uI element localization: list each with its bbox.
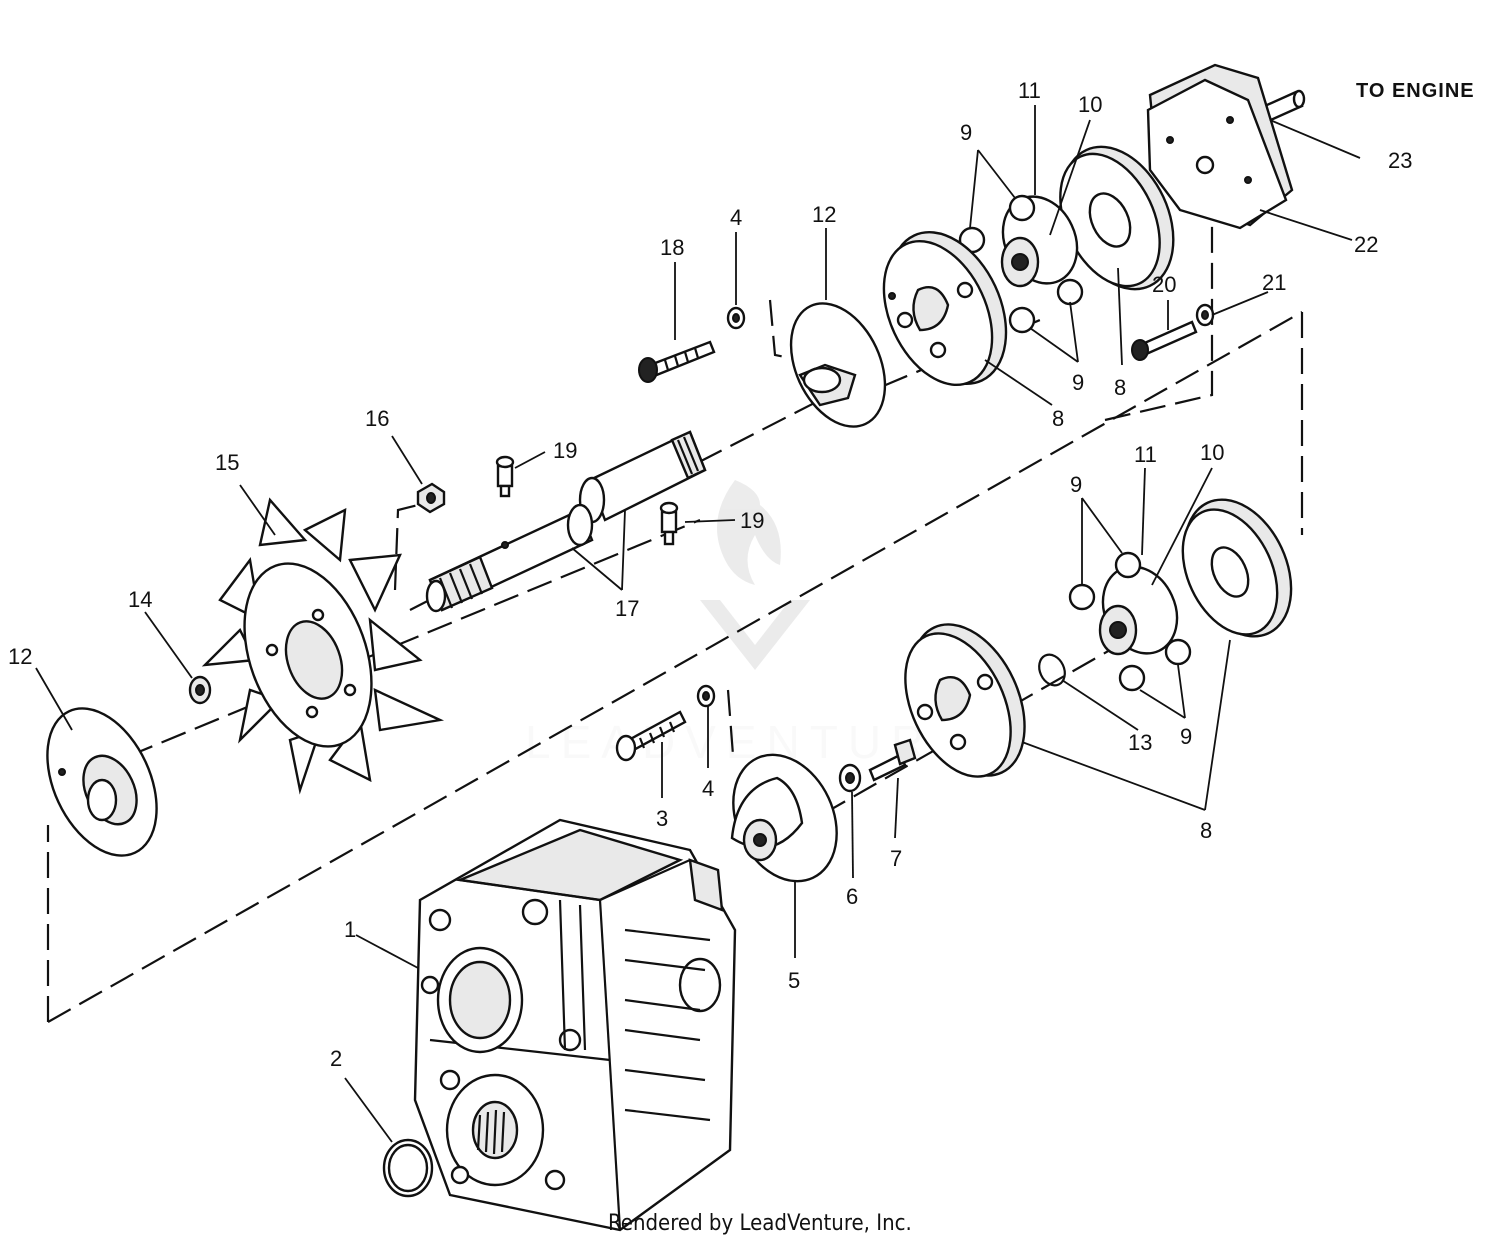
washer-14 (188, 675, 212, 705)
callout-8-lower: 8 (1200, 818, 1212, 843)
coupling-flange-lower-right-8 (1181, 498, 1293, 638)
callout-9-upper-a: 9 (960, 120, 972, 145)
snap-ring-13 (1038, 653, 1066, 687)
callout-12-lower: 12 (8, 644, 32, 669)
callout-9-lower-b: 9 (1180, 724, 1192, 749)
callout-2: 2 (330, 1046, 342, 1071)
bolt-20 (1131, 320, 1198, 361)
washer-21 (1195, 303, 1215, 327)
callout-22: 22 (1354, 232, 1378, 257)
callout-10-lower: 10 (1200, 440, 1224, 465)
grease-fitting-19-upper (495, 455, 515, 498)
callout-13: 13 (1128, 730, 1152, 755)
pump-hub-5 (730, 753, 838, 883)
washer-6 (838, 763, 862, 793)
callout-20: 20 (1152, 272, 1176, 297)
to-engine-label: TO ENGINE (1356, 80, 1475, 102)
washer-upper-4 (726, 306, 746, 330)
callout-7: 7 (890, 846, 902, 871)
coupling-flange-mid-8 (882, 231, 1008, 387)
transmission-housing-1 (413, 818, 737, 1232)
cap-screw-18 (638, 340, 716, 383)
hub-flange-lower-12 (46, 707, 158, 857)
callout-12-upper: 12 (812, 202, 836, 227)
callout-21: 21 (1262, 270, 1286, 295)
callout-3: 3 (656, 806, 668, 831)
callout-8-mid: 8 (1052, 406, 1064, 431)
coupling-hub-lower-11 (1098, 565, 1179, 656)
callout-23: 23 (1388, 148, 1412, 173)
callout-labels: 23 22 11 10 9 9 8 8 12 4 18 20 21 19 19 … (8, 78, 1412, 1071)
hub-flange-upper-12 (789, 302, 887, 428)
callout-9-upper-b: 9 (1072, 370, 1084, 395)
drive-shaft-17 (425, 430, 707, 613)
callout-1: 1 (344, 917, 356, 942)
cap-screw-3 (615, 710, 687, 762)
coupling-flange-upper-8 (1059, 145, 1175, 291)
o-ring-2 (382, 1138, 434, 1198)
callout-5: 5 (788, 968, 800, 993)
callout-11-upper: 11 (1018, 78, 1041, 103)
coupling-flange-lower-mid-8 (904, 623, 1026, 778)
callout-4-lower: 4 (702, 776, 714, 801)
callout-14: 14 (128, 587, 152, 612)
callout-16: 16 (365, 406, 389, 431)
callout-8-upper: 8 (1114, 375, 1126, 400)
callout-11-lower: 11 (1134, 442, 1157, 467)
callout-18: 18 (660, 235, 684, 260)
bolt-7 (868, 738, 917, 782)
render-credit: Rendered by LeadVenture, Inc. (608, 1211, 912, 1236)
callout-9-lower-a: 9 (1070, 472, 1082, 497)
coupling-balls-lower-9 (1068, 551, 1192, 692)
engine-adapter-22 (1146, 63, 1294, 230)
washer-lower-4 (696, 684, 716, 708)
callout-6: 6 (846, 884, 858, 909)
callout-19-upper: 19 (553, 438, 577, 463)
callout-17: 17 (615, 596, 639, 621)
coupling-balls-upper-9 (958, 194, 1084, 334)
grease-fitting-19-lower (659, 501, 679, 546)
callout-15: 15 (215, 450, 239, 475)
callout-4-upper: 4 (730, 205, 742, 230)
callout-19-lower: 19 (740, 508, 764, 533)
callout-10-upper: 10 (1078, 92, 1102, 117)
nut-16 (416, 482, 446, 514)
leader-lines (35, 105, 1361, 1143)
cooling-fan-15 (201, 497, 445, 795)
